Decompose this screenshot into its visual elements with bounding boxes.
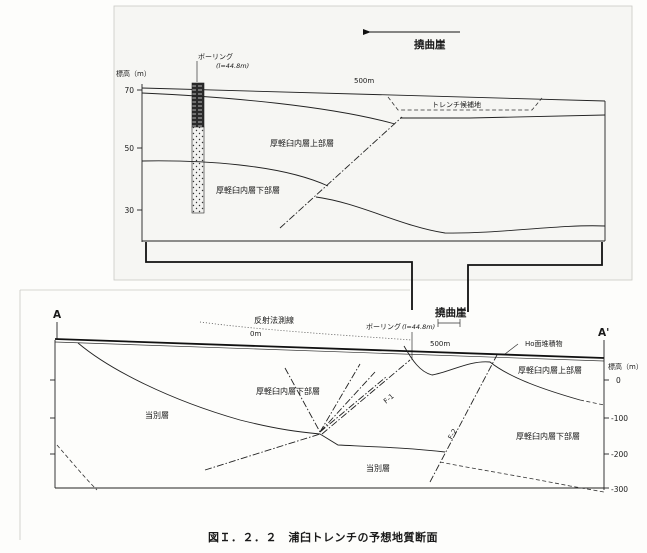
toubetsu-layer-label-center: 当別層: [366, 463, 390, 473]
flexure-scarp-label: 撓曲崖: [414, 38, 446, 51]
reflection-survey-line: [199, 321, 413, 341]
tick-label-30: 30: [124, 206, 134, 215]
tick-label-minus-300: -300: [611, 485, 628, 494]
fault-line-f1: [321, 359, 411, 435]
upper-layer-label-bottom: 厚軽臼内層上部層: [518, 365, 582, 375]
boring-length-label-bottom: (l=44.8m): [402, 323, 435, 331]
connector-right: [467, 242, 603, 312]
ground-surface-line: [141, 87, 606, 102]
scale-label-bottom: 500m: [430, 340, 450, 348]
elevation-axis-label-bottom: 標高（m）: [608, 362, 643, 371]
lower-layer-base: [315, 196, 606, 234]
survey-zero-label: 0m: [250, 330, 261, 338]
connector-left: [145, 242, 413, 310]
flexure-scarp-label-bottom: 撓曲崖: [435, 306, 467, 319]
lower-layer-label: 厚軽臼内層下部層: [216, 185, 280, 195]
survey-line-label: 反射法測線: [254, 315, 294, 325]
fault-f1-label: F-1: [382, 392, 396, 405]
tick-label-50: 50: [124, 144, 134, 153]
tick-label-minus-100: -100: [611, 414, 628, 423]
boring-length-label: (l=44.8m): [216, 62, 249, 70]
ground-surface-line-bottom-2: [54, 341, 605, 362]
toubetsu-boundary-west-dashed: [56, 444, 98, 491]
ho-deposit-label: Ho面堆積物: [525, 339, 563, 348]
tick-label-70: 70: [124, 86, 134, 95]
bottom-section: 撓曲崖 A A' 反射法測線 0m ボーリング (l=44.8m) 500m H…: [19, 289, 643, 540]
fault-f2-label: F-2: [447, 427, 459, 440]
boring-label-bottom: ボーリング: [366, 322, 401, 331]
boring-label: ボーリング: [198, 52, 233, 61]
fault-line-a: [284, 367, 321, 433]
fault-line-top: [279, 116, 403, 229]
ground-surface-line-bottom: [54, 338, 605, 359]
boring-column: [191, 126, 205, 214]
tick-label-0: 0: [616, 376, 621, 385]
scale-label: 500m: [354, 77, 374, 85]
upper-lower-boundary: [141, 160, 329, 187]
flexure-extent-marker: [437, 319, 461, 327]
boring-column-top: [191, 82, 205, 128]
elevation-axis-label: 標高（m）: [116, 69, 151, 78]
tick-label-minus-200: -200: [611, 450, 628, 459]
upper-layer-base-east-dashed: [579, 399, 605, 406]
section-end-label: A': [598, 327, 609, 339]
top-section: 撓曲崖 標高（m） 70 50 30 ボーリング (l=44.8m) 500m …: [113, 5, 633, 281]
upper-layer-base-flexure: [403, 345, 581, 401]
fault-line-e: [204, 433, 321, 471]
lower-layer-label-east: 厚軽臼内層下部層: [516, 431, 580, 441]
section-start-label: A: [53, 309, 62, 321]
trench-site-label: トレンチ候補地: [432, 100, 481, 109]
zoom-connector: [145, 242, 603, 312]
fault-line-b: [319, 363, 361, 433]
lower-layer-label-west: 厚軽臼内層下部層: [256, 386, 320, 396]
upper-layer-top-boundary: [141, 92, 396, 125]
fault-line-f2: [429, 354, 498, 483]
lower-layer-base-center: [319, 433, 446, 453]
toubetsu-layer-label-west: 当別層: [145, 410, 169, 420]
toubetsu-boundary-east-dashed: [439, 461, 605, 493]
ho-deposit-leader: [504, 343, 519, 355]
trench-site-outline: [387, 96, 543, 111]
upper-layer-top-boundary-east: [400, 114, 606, 119]
fault-line-d: [319, 376, 387, 433]
fault-line-c: [319, 371, 376, 433]
lower-layer-base-west: [77, 342, 321, 435]
figure-caption: 図Ｉ．２．２ 浦臼トレンチの予想地質断面: [208, 530, 438, 544]
upper-layer-label: 厚軽臼内層上部層: [270, 138, 334, 148]
